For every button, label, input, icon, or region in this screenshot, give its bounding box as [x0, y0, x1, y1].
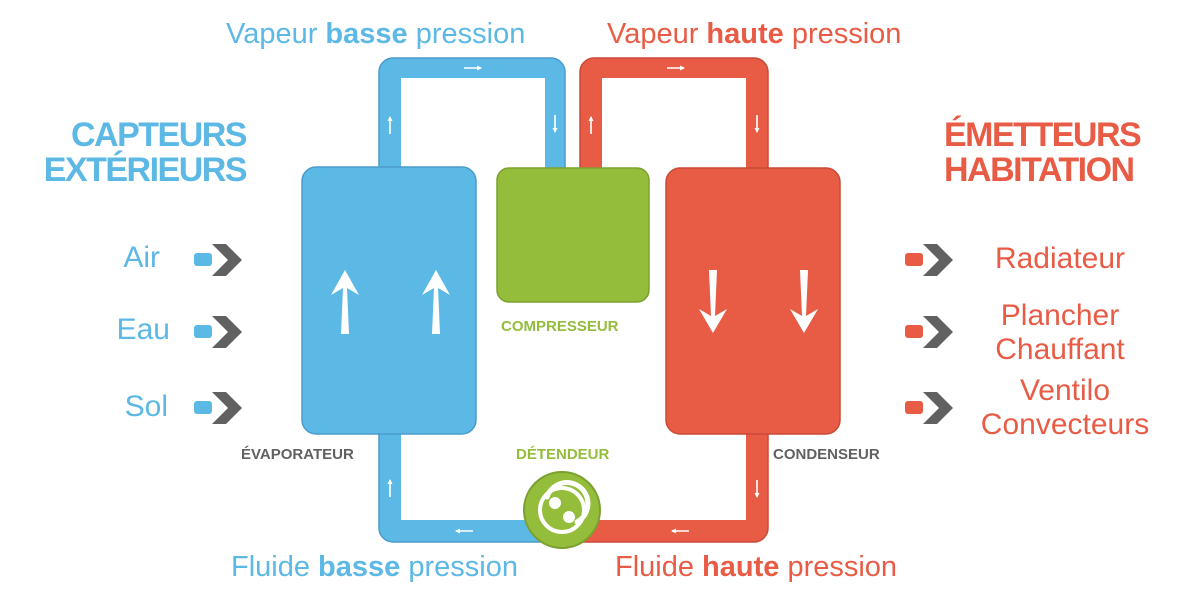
chevron-right-icon — [194, 244, 242, 276]
emitter-item-radiateur: Radiateur — [980, 244, 1140, 274]
emitters-title-line1: ÉMETTEURS — [944, 116, 1142, 154]
chevron-right-icon — [194, 392, 242, 424]
down-arrow-icon — [790, 270, 818, 333]
label-suffix: pression — [407, 18, 526, 50]
evaporator-label: ÉVAPORATEUR — [241, 446, 354, 463]
label-prefix: Vapeur — [607, 18, 707, 50]
label-bold: basse — [318, 551, 401, 583]
up-arrow-icon — [331, 270, 359, 334]
label-prefix: Vapeur — [226, 18, 326, 50]
high-pressure-vapor-label: Vapeur haute pression — [607, 20, 901, 49]
label-bold: basse — [325, 18, 408, 50]
evaporator-box — [301, 166, 477, 435]
compressor-label: COMPRESSEUR — [501, 318, 619, 335]
label-suffix: pression — [400, 551, 518, 583]
chevron-right-icon — [905, 244, 953, 276]
expander-valve — [523, 471, 601, 549]
label-bold: haute — [702, 551, 780, 583]
condenser-label: CONDENSEUR — [773, 446, 880, 463]
source-item-air: Air — [123, 241, 160, 274]
flow-arrow-icon — [387, 65, 760, 534]
expander-label: DÉTENDEUR — [516, 446, 610, 463]
down-arrow-icon — [699, 270, 727, 333]
sources-title: CAPTEURS EXTÉRIEURS — [43, 116, 248, 189]
emitter-item-line2: Convecteurs — [980, 408, 1150, 441]
up-arrow-icon — [422, 270, 450, 334]
chevron-right-icon — [905, 392, 953, 424]
low-pressure-vapor-pipe — [378, 57, 566, 188]
condenser-box — [665, 167, 841, 435]
label-suffix: pression — [779, 551, 898, 583]
emitters-title-line2: HABITATION — [944, 151, 1135, 189]
sources-title-line1: CAPTEURS — [70, 116, 248, 154]
emitters-title: ÉMETTEURS HABITATION — [944, 116, 1142, 189]
emitter-item-line2: Chauffant — [995, 333, 1125, 366]
emitter-item-line1: Plancher — [1000, 299, 1120, 332]
low-pressure-vapor-label: Vapeur basse pression — [226, 20, 525, 49]
source-item-sol: Sol — [124, 390, 168, 423]
compressor-box — [496, 167, 650, 303]
label-prefix: Fluide — [615, 551, 703, 583]
chevron-right-icon — [194, 316, 242, 348]
chevron-right-icon — [905, 316, 953, 348]
emitter-item-line1: Radiateur — [994, 242, 1126, 275]
high-pressure-vapor-pipe — [579, 57, 769, 188]
emitter-item-line1: Ventilo — [1019, 374, 1111, 407]
high-pressure-fluid-label: Fluide haute pression — [615, 553, 897, 582]
label-bold: haute — [706, 18, 784, 50]
low-pressure-fluid-label: Fluide basse pression — [231, 553, 518, 582]
emitter-item-ventilo: Ventilo Convecteurs — [965, 374, 1165, 442]
source-item-eau: Eau — [116, 313, 170, 346]
emitter-item-plancher: Plancher Chauffant — [965, 299, 1155, 367]
sources-title-line2: EXTÉRIEURS — [43, 151, 248, 189]
label-suffix: pression — [783, 18, 902, 50]
label-prefix: Fluide — [231, 551, 319, 583]
